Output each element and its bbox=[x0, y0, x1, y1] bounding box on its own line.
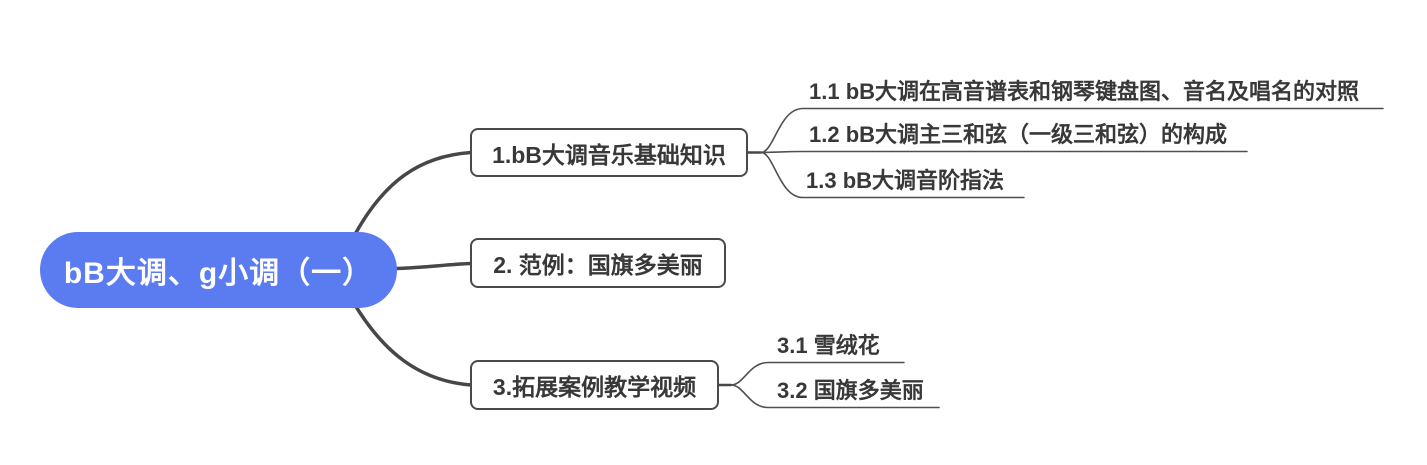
child-node-1-3[interactable]: 1.3 bB大调音阶指法 bbox=[806, 168, 1005, 193]
child-node-3-1[interactable]: 3.1 雪绒花 bbox=[777, 333, 880, 358]
branch-node-2[interactable]: 2. 范例：国旗多美丽 bbox=[470, 238, 726, 288]
edge-root-to-branch-1 bbox=[350, 150, 473, 242]
child-node-3-2[interactable]: 3.2 国旗多美丽 bbox=[777, 378, 924, 403]
edge-branch-1-to-child-1-2 bbox=[760, 150, 1248, 154]
branch-node-3[interactable]: 3.拓展案例教学视频 bbox=[470, 360, 719, 410]
edge-branch-1-to-child-1-3 bbox=[760, 151, 1025, 199]
branch-node-1-label: 1.bB大调音乐基础知识 bbox=[492, 141, 726, 168]
branch-node-2-label: 2. 范例：国旗多美丽 bbox=[493, 252, 703, 278]
branch-node-3-label: 3.拓展案例教学视频 bbox=[492, 374, 697, 400]
child-node-1-2[interactable]: 1.2 bB大调主三和弦（一级三和弦）的构成 bbox=[809, 122, 1228, 147]
child-node-1-1[interactable]: 1.1 bB大调在高音谱表和钢琴键盘图、音名及唱名的对照 bbox=[809, 79, 1360, 104]
edge-branch-1-to-child-1-1 bbox=[760, 107, 1384, 154]
branch-node-1[interactable]: 1.bB大调音乐基础知识 bbox=[470, 128, 748, 177]
edge-branch-3-to-child-3-1 bbox=[730, 361, 905, 386]
edge-root-to-branch-3 bbox=[350, 298, 473, 387]
edge-root-to-branch-2 bbox=[394, 261, 473, 271]
edge-branch-3-to-child-3-2 bbox=[730, 384, 940, 409]
root-node-label: bB大调、g小调（一） bbox=[63, 257, 374, 290]
root-node[interactable]: bB大调、g小调（一） bbox=[40, 232, 397, 308]
